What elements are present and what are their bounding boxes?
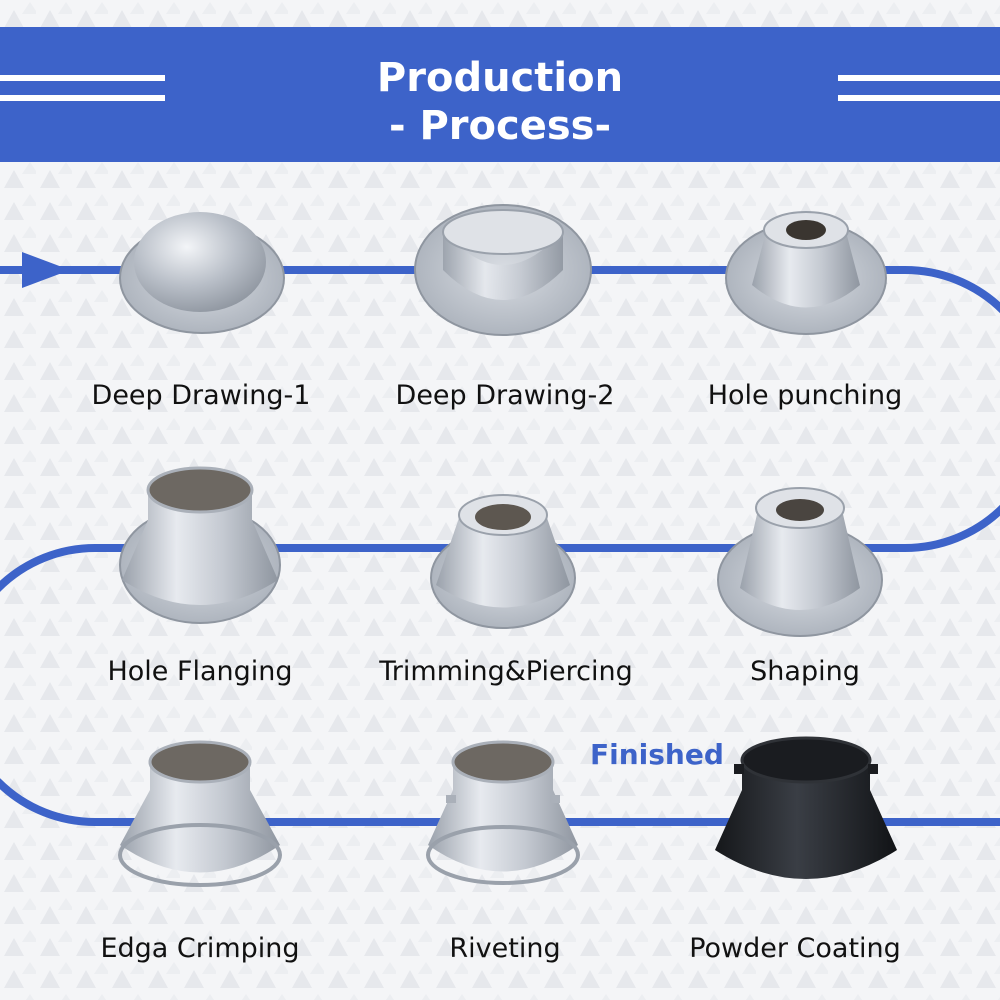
page-title: Production [376,55,624,101]
part-shaping [717,487,883,637]
part-edga-crimping [118,740,282,887]
part-trimming-piercing [430,494,576,629]
step-label-deep-drawing-1: Deep Drawing-1 [91,380,311,411]
banner-stripe-right-top [838,75,1000,81]
step-label-deep-drawing-2: Deep Drawing-2 [395,380,615,411]
header-banner [0,27,1000,162]
step-label-riveting: Riveting [449,933,561,964]
part-deep-drawing-2 [414,204,592,336]
part-powder-coating [715,736,897,879]
part-riveting [426,740,580,885]
part-hole-flanging [119,466,281,624]
part-deep-drawing-1 [119,212,285,334]
step-label-shaping: Shaping [750,656,860,687]
banner-stripe-left-top [0,75,165,81]
flow-arrow-icon [22,252,70,288]
step-label-trimming-piercing: Trimming&Piercing [379,656,633,687]
step-label-hole-flanging: Hole Flanging [107,656,293,687]
step-label-hole-punching: Hole punching [707,380,903,411]
finished-label: Finished [590,738,724,771]
banner-stripe-right-bottom [838,95,1000,101]
step-label-powder-coating: Powder Coating [689,933,901,964]
banner-stripe-left-bottom [0,95,165,101]
page-subtitle: - Process- [388,103,612,149]
part-hole-punching [725,211,887,335]
step-label-edga-crimping: Edga Crimping [100,933,300,964]
